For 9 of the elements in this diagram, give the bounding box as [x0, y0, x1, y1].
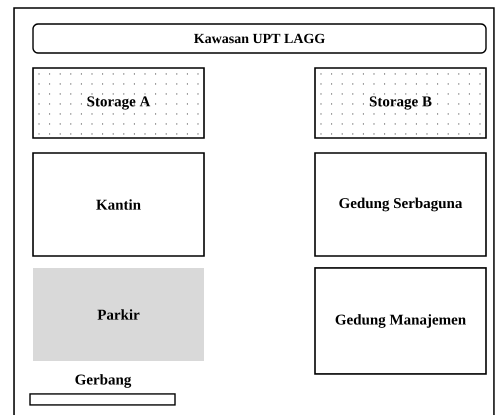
- building-box: Gedung Manajemen: [314, 267, 487, 375]
- heading-box: Kawasan UPT LAGG: [32, 23, 487, 54]
- node-label: Gerbang: [75, 374, 132, 388]
- storage-area: Storage B: [314, 67, 487, 139]
- building-box: Gedung Serbaguna: [314, 152, 487, 257]
- gate-bar: Gerbang: [29, 374, 176, 406]
- storage-area: Storage A: [32, 67, 205, 139]
- building-box: Kantin: [32, 152, 205, 257]
- parking-area: Parkir: [33, 268, 204, 361]
